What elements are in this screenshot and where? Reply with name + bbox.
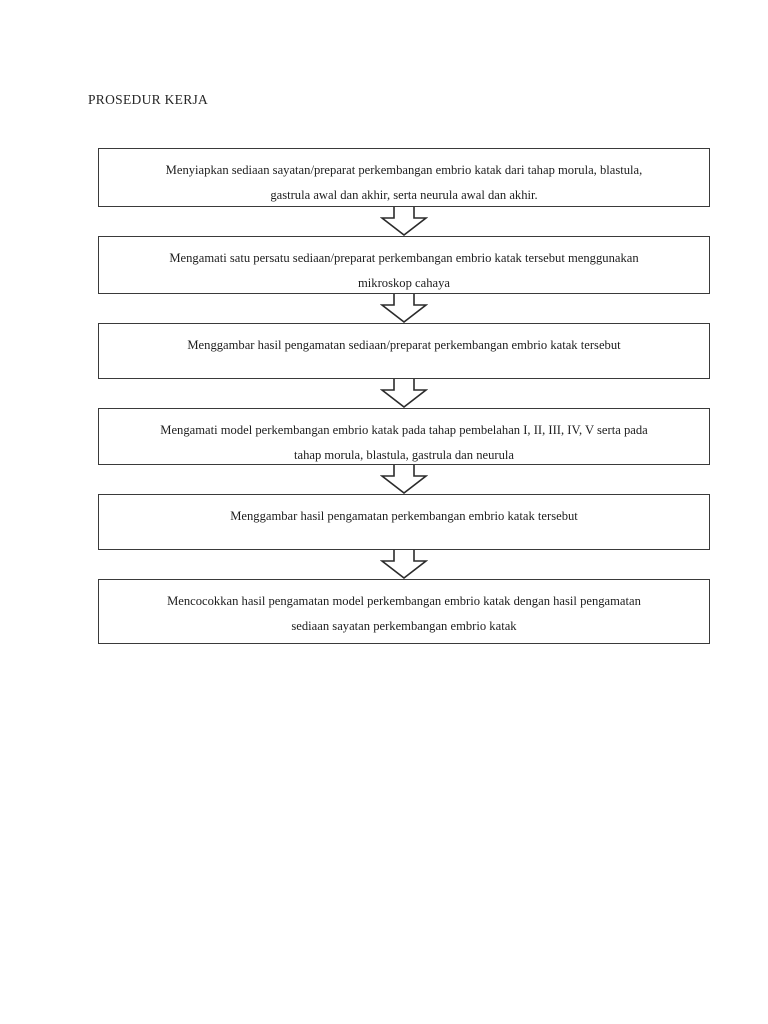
connector-2-3: [98, 294, 710, 323]
flow-step-6-text: Mencocokkan hasil pengamatan model perke…: [167, 594, 641, 634]
flow-step-5-text: Menggambar hasil pengamatan perkembangan…: [230, 509, 578, 523]
down-arrow-icon: [380, 207, 428, 236]
down-arrow-icon: [380, 465, 428, 494]
connector-4-5: [98, 465, 710, 494]
flow-step-4-text: Mengamati model perkembangan embrio kata…: [160, 423, 648, 463]
page-title: PROSEDUR KERJA: [88, 92, 209, 107]
flow-step-2: Mengamati satu persatu sediaan/preparat …: [98, 236, 710, 294]
flow-step-6: Mencocokkan hasil pengamatan model perke…: [98, 579, 710, 644]
connector-5-6: [98, 550, 710, 579]
flow-step-5: Menggambar hasil pengamatan perkembangan…: [98, 494, 710, 550]
flow-step-3-text: Menggambar hasil pengamatan sediaan/prep…: [187, 338, 621, 352]
connector-1-2: [98, 207, 710, 236]
down-arrow-icon: [380, 379, 428, 408]
connector-3-4: [98, 379, 710, 408]
flow-step-4: Mengamati model perkembangan embrio kata…: [98, 408, 710, 465]
flow-step-3: Menggambar hasil pengamatan sediaan/prep…: [98, 323, 710, 379]
flow-step-1: Menyiapkan sediaan sayatan/preparat perk…: [98, 148, 710, 207]
procedure-flowchart: Menyiapkan sediaan sayatan/preparat perk…: [98, 148, 710, 644]
flow-step-2-text: Mengamati satu persatu sediaan/preparat …: [169, 251, 639, 291]
flow-step-1-text: Menyiapkan sediaan sayatan/preparat perk…: [165, 163, 643, 203]
down-arrow-icon: [380, 294, 428, 323]
down-arrow-icon: [380, 550, 428, 579]
